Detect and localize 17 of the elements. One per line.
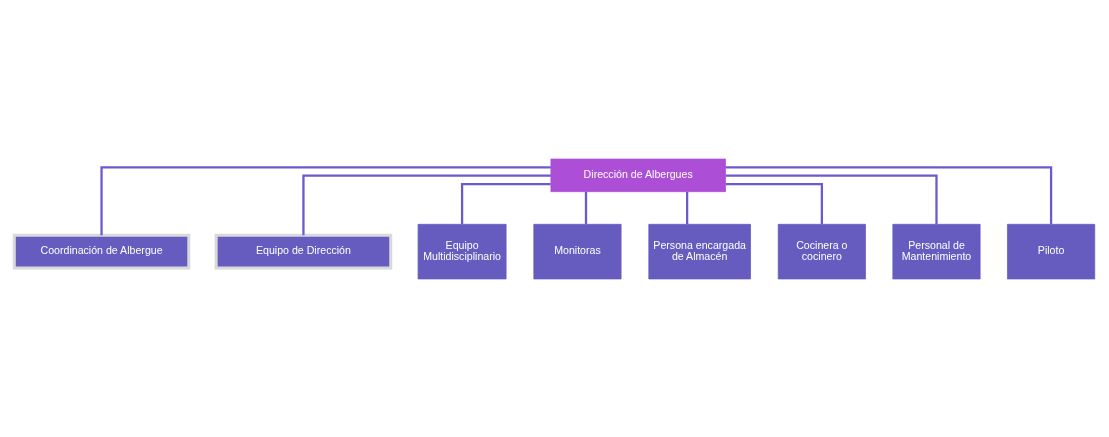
node-box: Equipo de Dirección bbox=[214, 233, 393, 269]
connector bbox=[584, 191, 588, 224]
connector bbox=[725, 182, 823, 224]
node-box: Monitoras bbox=[533, 223, 622, 279]
node-box: Cocinera o cocinero bbox=[777, 223, 866, 279]
connector bbox=[686, 191, 689, 224]
node-box: Equipo Multidisciplinario bbox=[417, 223, 507, 279]
connector bbox=[100, 165, 551, 235]
connector bbox=[460, 182, 551, 224]
node-box: Persona encargada de Almacén bbox=[648, 223, 751, 279]
connector bbox=[725, 174, 938, 224]
node-box: Coordinación de Albergue bbox=[12, 233, 191, 269]
node-box: Personal de Mantenimiento bbox=[892, 223, 981, 279]
node-box: Piloto bbox=[1007, 223, 1096, 279]
connector bbox=[302, 174, 551, 235]
connector bbox=[725, 165, 1053, 224]
node-box: Dirección de Albergues bbox=[550, 158, 726, 192]
